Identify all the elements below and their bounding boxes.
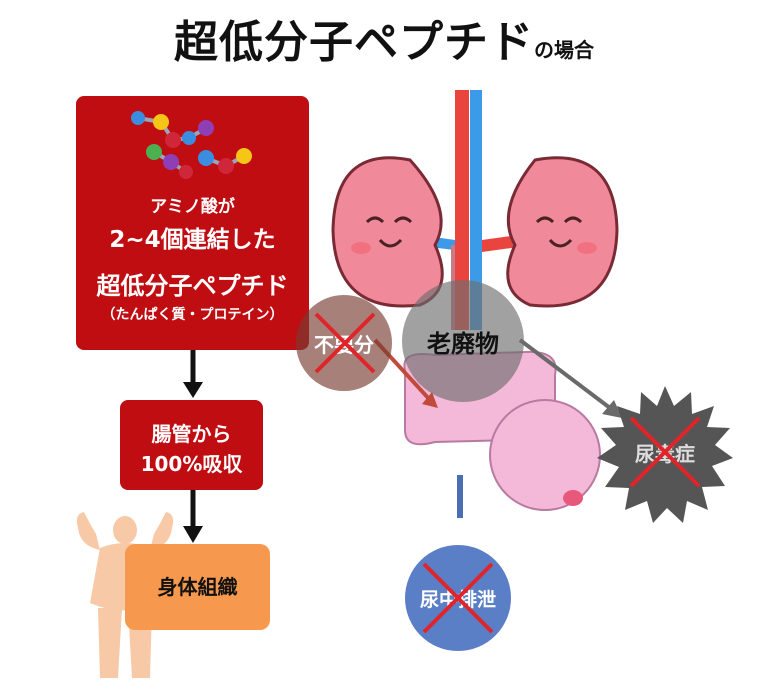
x-mark-uremia xyxy=(629,416,701,488)
waste-circle: 老廃物 xyxy=(402,280,524,402)
peptide-info-box: アミノ酸が 2~4個連結した 超低分子ペプチド （たんぱく質・プロテイン） xyxy=(76,96,309,350)
x-mark-excretion xyxy=(422,562,494,634)
title-suffix: の場合 xyxy=(534,38,594,62)
peptide-label: 超低分子ペプチド xyxy=(96,272,289,300)
waste-label: 老廃物 xyxy=(427,330,499,358)
absorb-line2: 100%吸収 xyxy=(140,452,243,476)
absorption-box: 腸管から 100%吸収 xyxy=(120,400,263,490)
absorb-line1: 腸管から xyxy=(151,422,232,446)
body-tissue-box: 身体組織 xyxy=(125,544,270,630)
arrow-down-2 xyxy=(183,490,203,543)
linked-count-label: 2~4個連結した xyxy=(109,227,276,253)
title-main: 超低分子ペプチド xyxy=(174,17,534,68)
kidney-illustration xyxy=(331,90,619,330)
arrow-down-1 xyxy=(183,350,203,398)
amino-acid-label: アミノ酸が xyxy=(150,197,235,217)
x-mark-unnecessary xyxy=(314,312,376,374)
page-title: 超低分子ペプチドの場合 xyxy=(0,6,768,70)
amino-acid-molecules-icon xyxy=(131,111,252,179)
protein-note: （たんぱく質・プロテイン） xyxy=(101,307,284,323)
body-tissue-label: 身体組織 xyxy=(157,575,238,599)
